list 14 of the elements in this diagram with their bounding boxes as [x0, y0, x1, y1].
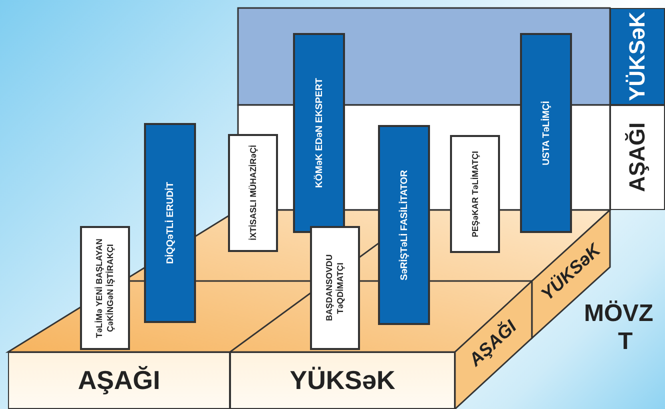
- axis-title: T: [618, 328, 633, 356]
- axis-label-band: YÜKSəK: [230, 352, 455, 409]
- trainer-type-bar: İXTİSASLI MÜHAZİRəÇİ: [228, 134, 278, 252]
- trainer-type-bar: USTA TəLİMÇİ: [520, 33, 572, 233]
- axis-label-band: AŞAĞI: [8, 352, 230, 409]
- trainer-type-bar: PEŞəKAR TəLİMATÇI: [450, 135, 500, 253]
- trainer-type-bar: SəRİŞTəLİ FASİLİTATOR: [378, 125, 430, 325]
- axis-label-band: YÜKSəK: [610, 8, 665, 105]
- trainer-type-bar: KÖMəK EDəN EKSPERT: [293, 33, 345, 233]
- trainer-type-bar: TəLİMə YENİ BAŞLAYAN ÇəKİNGəN İŞTİRAKÇI: [80, 226, 130, 350]
- axis-title: MÖVZ: [584, 300, 654, 328]
- axis-label-band: AŞAĞI: [610, 105, 665, 210]
- trainer-type-bar: BAŞDANSOVDU TəQDİMATÇI: [310, 226, 360, 350]
- trainer-type-bar: DİQQəTLİ ERUDİT: [144, 123, 196, 323]
